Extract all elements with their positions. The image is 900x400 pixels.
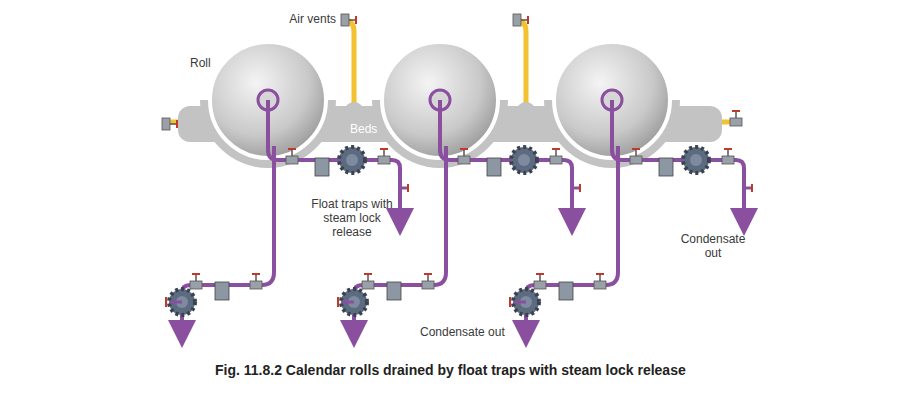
part-label: Roll [190,56,211,70]
part-label: Float traps with steam lock release [310,197,394,239]
part-label: Beds [350,122,377,136]
outlet-label: Condensate out [672,232,754,260]
figure-caption: Fig. 11.8.2 Calendar rolls drained by fl… [215,362,686,378]
vent-label: Air vents [262,12,336,26]
outlet-label: Condensate out [420,325,505,339]
